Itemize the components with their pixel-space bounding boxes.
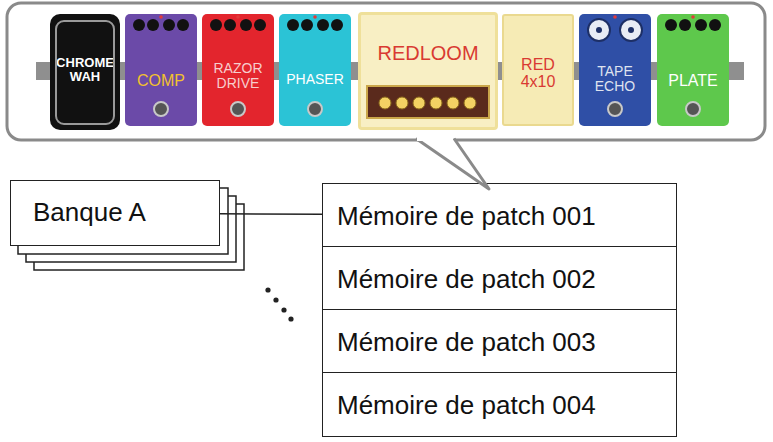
bank-card: Banque A (10, 180, 220, 246)
patch-memory-box: Mémoire de patch 001 (322, 183, 677, 248)
pedal-label: PHASER (281, 72, 349, 87)
box-label: Mémoire de patch 001 (337, 200, 662, 233)
speaker-cabinet: RED 4x10 (502, 14, 574, 126)
continuation-dot (288, 316, 293, 321)
patch-memory-box: Mémoire de patch 003 (322, 309, 677, 374)
effect-pedal: TAPE ECHO (579, 14, 651, 126)
box-label: Mémoire de patch 003 (337, 326, 662, 359)
pedal-label: REDLOOM (365, 43, 491, 65)
box-label: Mémoire de patch 004 (337, 389, 662, 422)
effect-pedal: PLATE (657, 14, 729, 126)
callout-bubble (7, 3, 765, 140)
pedal-label: COMP (129, 72, 193, 89)
effect-pedal: COMP (125, 14, 197, 126)
continuation-dot (265, 287, 270, 292)
patch-memory-box: Mémoire de patch 002 (322, 246, 677, 311)
effect-pedal: RAZOR DRIVE (202, 14, 274, 126)
continuation-dot (281, 307, 286, 312)
connector-line (220, 213, 322, 215)
effect-pedal: PHASER (279, 14, 351, 126)
pedal-label: RAZOR DRIVE (208, 61, 268, 91)
box-label: Mémoire de patch 002 (337, 263, 662, 296)
pedal-label: CHROME WAH (54, 56, 116, 84)
amp-head: REDLOOM (358, 12, 498, 130)
pedal-label: PLATE (661, 72, 725, 89)
wah-pedal: CHROME WAH (50, 14, 120, 130)
callout-pointer-join (417, 136, 453, 141)
pedal-label: RED 4x10 (514, 56, 562, 91)
box-label: Banque A (33, 196, 197, 229)
connector-layer (220, 213, 322, 215)
callout-pointer (416, 139, 489, 190)
continuation-dot (273, 297, 278, 302)
patch-memory-box: Mémoire de patch 004 (322, 372, 677, 437)
pedal-label: TAPE ECHO (587, 64, 643, 94)
